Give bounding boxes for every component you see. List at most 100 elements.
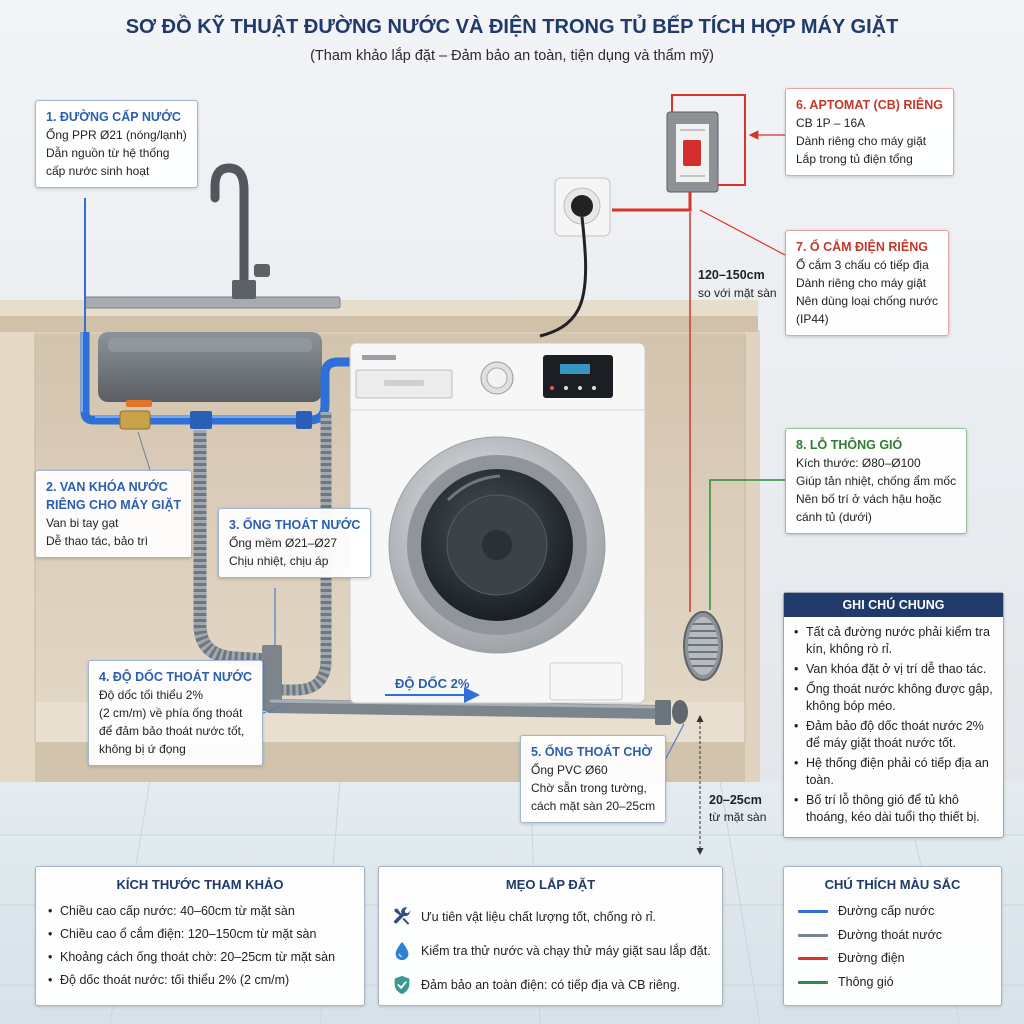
shield-shape: [394, 975, 410, 995]
legend-item: Đường điện: [796, 947, 989, 971]
callout-socket: 7. Ổ CẮM ĐIỆN RIÊNG Ổ cắm 3 chấu có tiếp…: [785, 230, 949, 336]
callout-line: Nên bố trí ở vách hậu hoặc: [796, 492, 942, 506]
callout-line: cánh tủ (dưới): [796, 510, 872, 524]
page-subtitle: (Tham khảo lắp đặt – Đảm bảo an toàn, ti…: [310, 48, 714, 64]
callout-line: Dành riêng cho máy giặt: [796, 276, 927, 290]
general-notes-title: GHI CHÚ CHUNG: [784, 593, 1003, 617]
callout-line: Ống mềm Ø21–Ø27: [229, 536, 338, 550]
callout-circuit-breaker: 6. APTOMAT (CB) RIÊNG CB 1P – 16A Dành r…: [785, 88, 954, 176]
washer-drain-ribs: [282, 412, 332, 696]
callout-title: 1. ĐƯỜNG CẤP NƯỚC: [46, 110, 181, 124]
circuit-breaker: [666, 111, 719, 193]
display-led: [578, 386, 582, 390]
cabinet-right-panel: [745, 330, 760, 782]
tile-line: [719, 779, 761, 1024]
reference-item: Chiều cao ổ cắm điện: 120–150cm từ mặt s…: [48, 923, 352, 946]
callout-line: Chịu nhiệt, chịu áp: [229, 554, 329, 568]
socket-height-dimension: 120–150cm so với mặt sàn: [698, 268, 777, 300]
callout-line: Chờ sẵn trong tường,: [531, 781, 647, 795]
program-knob-center: [486, 367, 508, 389]
faucet: [210, 163, 270, 299]
screwdriver-shape: [394, 908, 410, 925]
page-title: SƠ ĐỒ KỸ THUẬT ĐƯỜNG NƯỚC VÀ ĐIỆN TRONG …: [125, 16, 899, 38]
leader-standby-drain: [664, 723, 685, 761]
tip-text: Ưu tiên vật liệu chất lượng tốt, chống r…: [421, 910, 656, 924]
reference-sizes-title: KÍCH THƯỚC THAM KHẢO: [116, 877, 284, 892]
callout-line: Ổ cắm 3 chấu có tiếp địa: [796, 258, 929, 272]
display-led: [592, 386, 596, 390]
legend-label: Thông gió: [838, 974, 894, 989]
sink: [84, 296, 341, 402]
washing-machine: [349, 342, 646, 704]
drain-riser-fitting: [262, 645, 282, 711]
drain-pipe-opening: [672, 700, 688, 724]
callout-line: (2 cm/m) về phía ống thoát: [99, 706, 243, 720]
display-segment: [560, 364, 590, 374]
legend-label: Đường điện: [838, 951, 905, 965]
callout-line: Lắp trong tủ điện tổng: [796, 152, 913, 166]
check-mark: [397, 981, 407, 990]
water-drop-icon: [395, 941, 409, 961]
callout-title: RIÊNG CHO MÁY GIẶT: [46, 498, 182, 512]
installation-tips-title: MẸO LẮP ĐẶT: [505, 877, 596, 892]
note-item: Bố trí lỗ thông gió để tủ khô thoáng, ké…: [794, 792, 993, 826]
countertop-edge: [0, 316, 758, 332]
legend-swatch-drain: [798, 933, 828, 937]
note-item: Hệ thống điện phải có tiếp địa an toàn.: [794, 755, 993, 789]
callout-line: Độ dốc tối thiểu 2%: [99, 688, 204, 702]
legend-swatch-electric: [798, 957, 828, 961]
filter-door: [549, 662, 623, 701]
faucet-neck: [210, 163, 249, 293]
horizontal-drain-pipe: [267, 699, 663, 719]
display-led: [550, 386, 554, 390]
drum-center: [482, 530, 512, 560]
drain-height-dimension: 20–25cm từ mặt sàn: [696, 715, 766, 855]
callout-title: 4. ĐỘ DỐC THOÁT NƯỚC: [99, 670, 252, 684]
reference-sizes-list: Chiều cao cấp nước: 40–60cm từ mặt sàn C…: [48, 900, 352, 992]
leader-vent: [709, 479, 785, 610]
callout-title: 7. Ổ CẮM ĐIỆN RIÊNG: [796, 240, 928, 254]
tip-item: Đảm bảo an toàn điện: có tiếp địa và CB …: [391, 968, 710, 1002]
callout-title: 8. LỖ THÔNG GIÓ: [796, 438, 903, 452]
drain-end-fitting: [655, 700, 671, 725]
color-legend-panel: CHÚ THÍCH MÀU SẮC Đường cấp nước Đường t…: [783, 866, 1002, 1006]
callout-shutoff-valve: 2. VAN KHÓA NƯỚC RIÊNG CHO MÁY GIẶT Van …: [35, 470, 193, 558]
installation-tips-panel: MẸO LẮP ĐẶT Ưu tiên vật liệu chất lượng …: [378, 866, 723, 1006]
callout-line: Van bi tay gạt: [46, 516, 119, 530]
callout-line: Ống PVC Ø60: [531, 763, 608, 777]
callout-line: Nên dùng loại chống nước: [796, 294, 938, 308]
sink-rim: [84, 296, 341, 309]
pipe-fitting: [296, 411, 312, 429]
reference-item: Chiều cao cấp nước: 40–60cm từ mặt sàn: [48, 900, 352, 923]
callout-line: cấp nước sinh hoạt: [46, 164, 150, 178]
wrench-icon: [394, 907, 411, 925]
wire-breaker-to-socket: [612, 192, 692, 212]
legend-swatch-water-supply: [798, 910, 828, 914]
note-item: Ống thoát nước không được gập, không bóp…: [794, 681, 993, 715]
socket-height-value: 120–150cm: [698, 268, 765, 282]
brand-mark: [362, 355, 396, 360]
faucet-handle: [254, 264, 270, 277]
callout-line: Giúp tản nhiệt, chống ẩm mốc: [796, 474, 957, 488]
note-item: Van khóa đặt ở vị trí dễ thao tác.: [794, 661, 993, 678]
breaker-bracket: [671, 94, 746, 186]
vent-slats: [688, 623, 718, 667]
callout-vent: 8. LỖ THÔNG GIÓ Kích thước: Ø80–Ø100 Giú…: [785, 428, 968, 534]
tip-item: Kiểm tra thử nước và chạy thử máy giặt s…: [391, 934, 711, 968]
legend-item: Thông gió: [796, 971, 989, 995]
callout-line: Dẫn nguồn từ hệ thống: [46, 146, 170, 160]
legend-label: Đường thoát nước: [838, 927, 943, 942]
tip-item: Ưu tiên vật liệu chất lượng tốt, chống r…: [391, 900, 710, 934]
valve-lever: [126, 400, 152, 407]
color-legend-list: Đường cấp nước Đường thoát nước Đường đi…: [796, 900, 989, 994]
shutoff-valve: [119, 400, 152, 471]
callout-standby-drain: 5. ỐNG THOÁT CHỜ Ống PVC Ø60 Chờ sẵn tro…: [520, 735, 667, 823]
callout-line: Ống PPR Ø21 (nóng/lạnh): [46, 128, 187, 142]
tip-text: Đảm bảo an toàn điện: có tiếp địa và CB …: [421, 978, 681, 992]
power-cable: [539, 216, 588, 338]
leader-valve: [137, 431, 151, 471]
cabinet-left-panel: [0, 330, 35, 782]
callout-line: CB 1P – 16A: [796, 116, 866, 130]
valve-body: [119, 410, 151, 430]
slope-label: ĐỘ DỐC 2%: [395, 676, 470, 691]
